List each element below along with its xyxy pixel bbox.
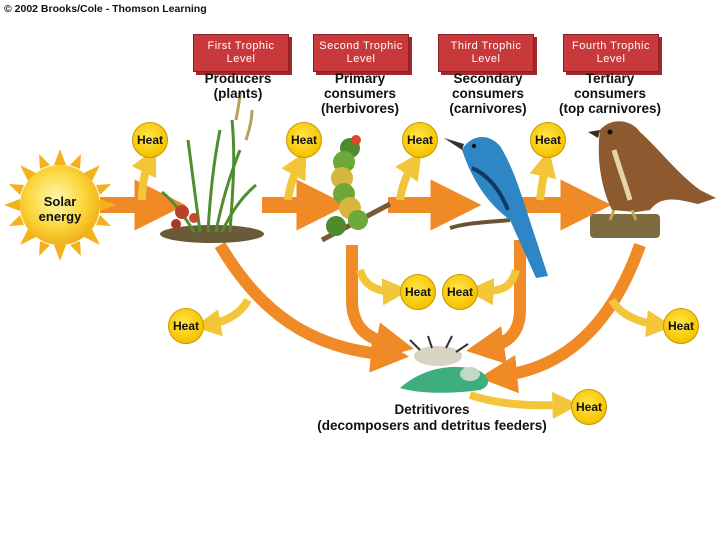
label-line: (top carnivores) [558, 101, 662, 116]
arrow-primary-to-detritivores [346, 245, 414, 361]
label-line: Primary [334, 71, 386, 86]
plant-icon [160, 91, 264, 243]
heat-badge: Heat [530, 122, 566, 158]
heat-arrow-right [608, 297, 674, 338]
label-line: (decomposers and detritus feeders) [317, 418, 547, 433]
hawk-icon [588, 121, 716, 238]
sun-icon [4, 149, 116, 261]
level-box-1: First Trophic Level [193, 34, 289, 72]
heat-badge: Heat [663, 308, 699, 344]
level-title: Third Trophic [450, 40, 522, 52]
heat-badge: Heat [402, 122, 438, 158]
heat-arrow-tertiary [529, 149, 557, 201]
level-box-4: Fourth Trophic Level [563, 34, 659, 72]
label-line: Producers [204, 71, 272, 86]
secondary-consumers-label: Secondary consumers (carnivores) [418, 71, 558, 116]
heat-arrow-primary-down [356, 268, 410, 306]
producers-label: Producers (plants) [168, 71, 308, 101]
level-box-3: Third Trophic Level [438, 34, 534, 72]
detritivores-label: Detritivores (decomposers and detritus f… [300, 402, 564, 434]
label-line: (carnivores) [449, 101, 527, 116]
heat-arrow-primary [281, 151, 307, 201]
detritus-arrows [214, 240, 646, 394]
solar-energy-label: Solar energy [20, 194, 100, 224]
heat-badge: Heat [286, 122, 322, 158]
level-title: First Trophic [207, 40, 275, 52]
label-line: (herbivores) [320, 101, 400, 116]
heat-arrows [131, 147, 674, 419]
heat-badge: Heat [571, 389, 607, 425]
heat-arrow-detritivores [468, 391, 580, 419]
heat-arrow-left [193, 297, 252, 337]
label-line: Solar [43, 194, 77, 209]
label-line: consumers [573, 86, 647, 101]
level-title: Second Trophic [319, 40, 403, 52]
heat-badge: Heat [168, 308, 204, 344]
label-line: (plants) [213, 86, 263, 101]
level-sub: Level [226, 53, 256, 65]
decomposer-icon [400, 335, 489, 393]
heat-arrow-producers [131, 147, 157, 201]
heat-badge: Heat [442, 274, 478, 310]
bird-icon [444, 136, 548, 278]
label-line: Detritivores [394, 402, 470, 417]
copyright-notice: © 2002 Brooks/Cole - Thomson Learning [4, 3, 207, 15]
tertiary-consumers-label: Tertiary consumers (top carnivores) [540, 71, 680, 116]
arrow-tertiary-to-detritivores [478, 243, 646, 394]
level-sub: Level [471, 53, 501, 65]
level-sub: Level [596, 53, 626, 65]
primary-consumers-label: Primary consumers (herbivores) [290, 71, 430, 116]
label-line: Tertiary [585, 71, 635, 86]
heat-badge: Heat [132, 122, 168, 158]
heat-badge: Heat [400, 274, 436, 310]
label-line: consumers [451, 86, 525, 101]
heat-arrow-secondary-down [466, 268, 520, 306]
caterpillar-icon [320, 135, 392, 243]
level-title: Fourth Trophic [572, 40, 650, 52]
arrow-secondary-to-detritivores [466, 240, 526, 365]
level-box-2: Second Trophic Level [313, 34, 409, 72]
label-line: consumers [323, 86, 397, 101]
label-line: Secondary [453, 71, 523, 86]
arrow-producers-to-detritivores [214, 241, 410, 373]
label-line: energy [38, 209, 82, 224]
heat-arrow-secondary [395, 151, 422, 201]
level-sub: Level [346, 53, 376, 65]
